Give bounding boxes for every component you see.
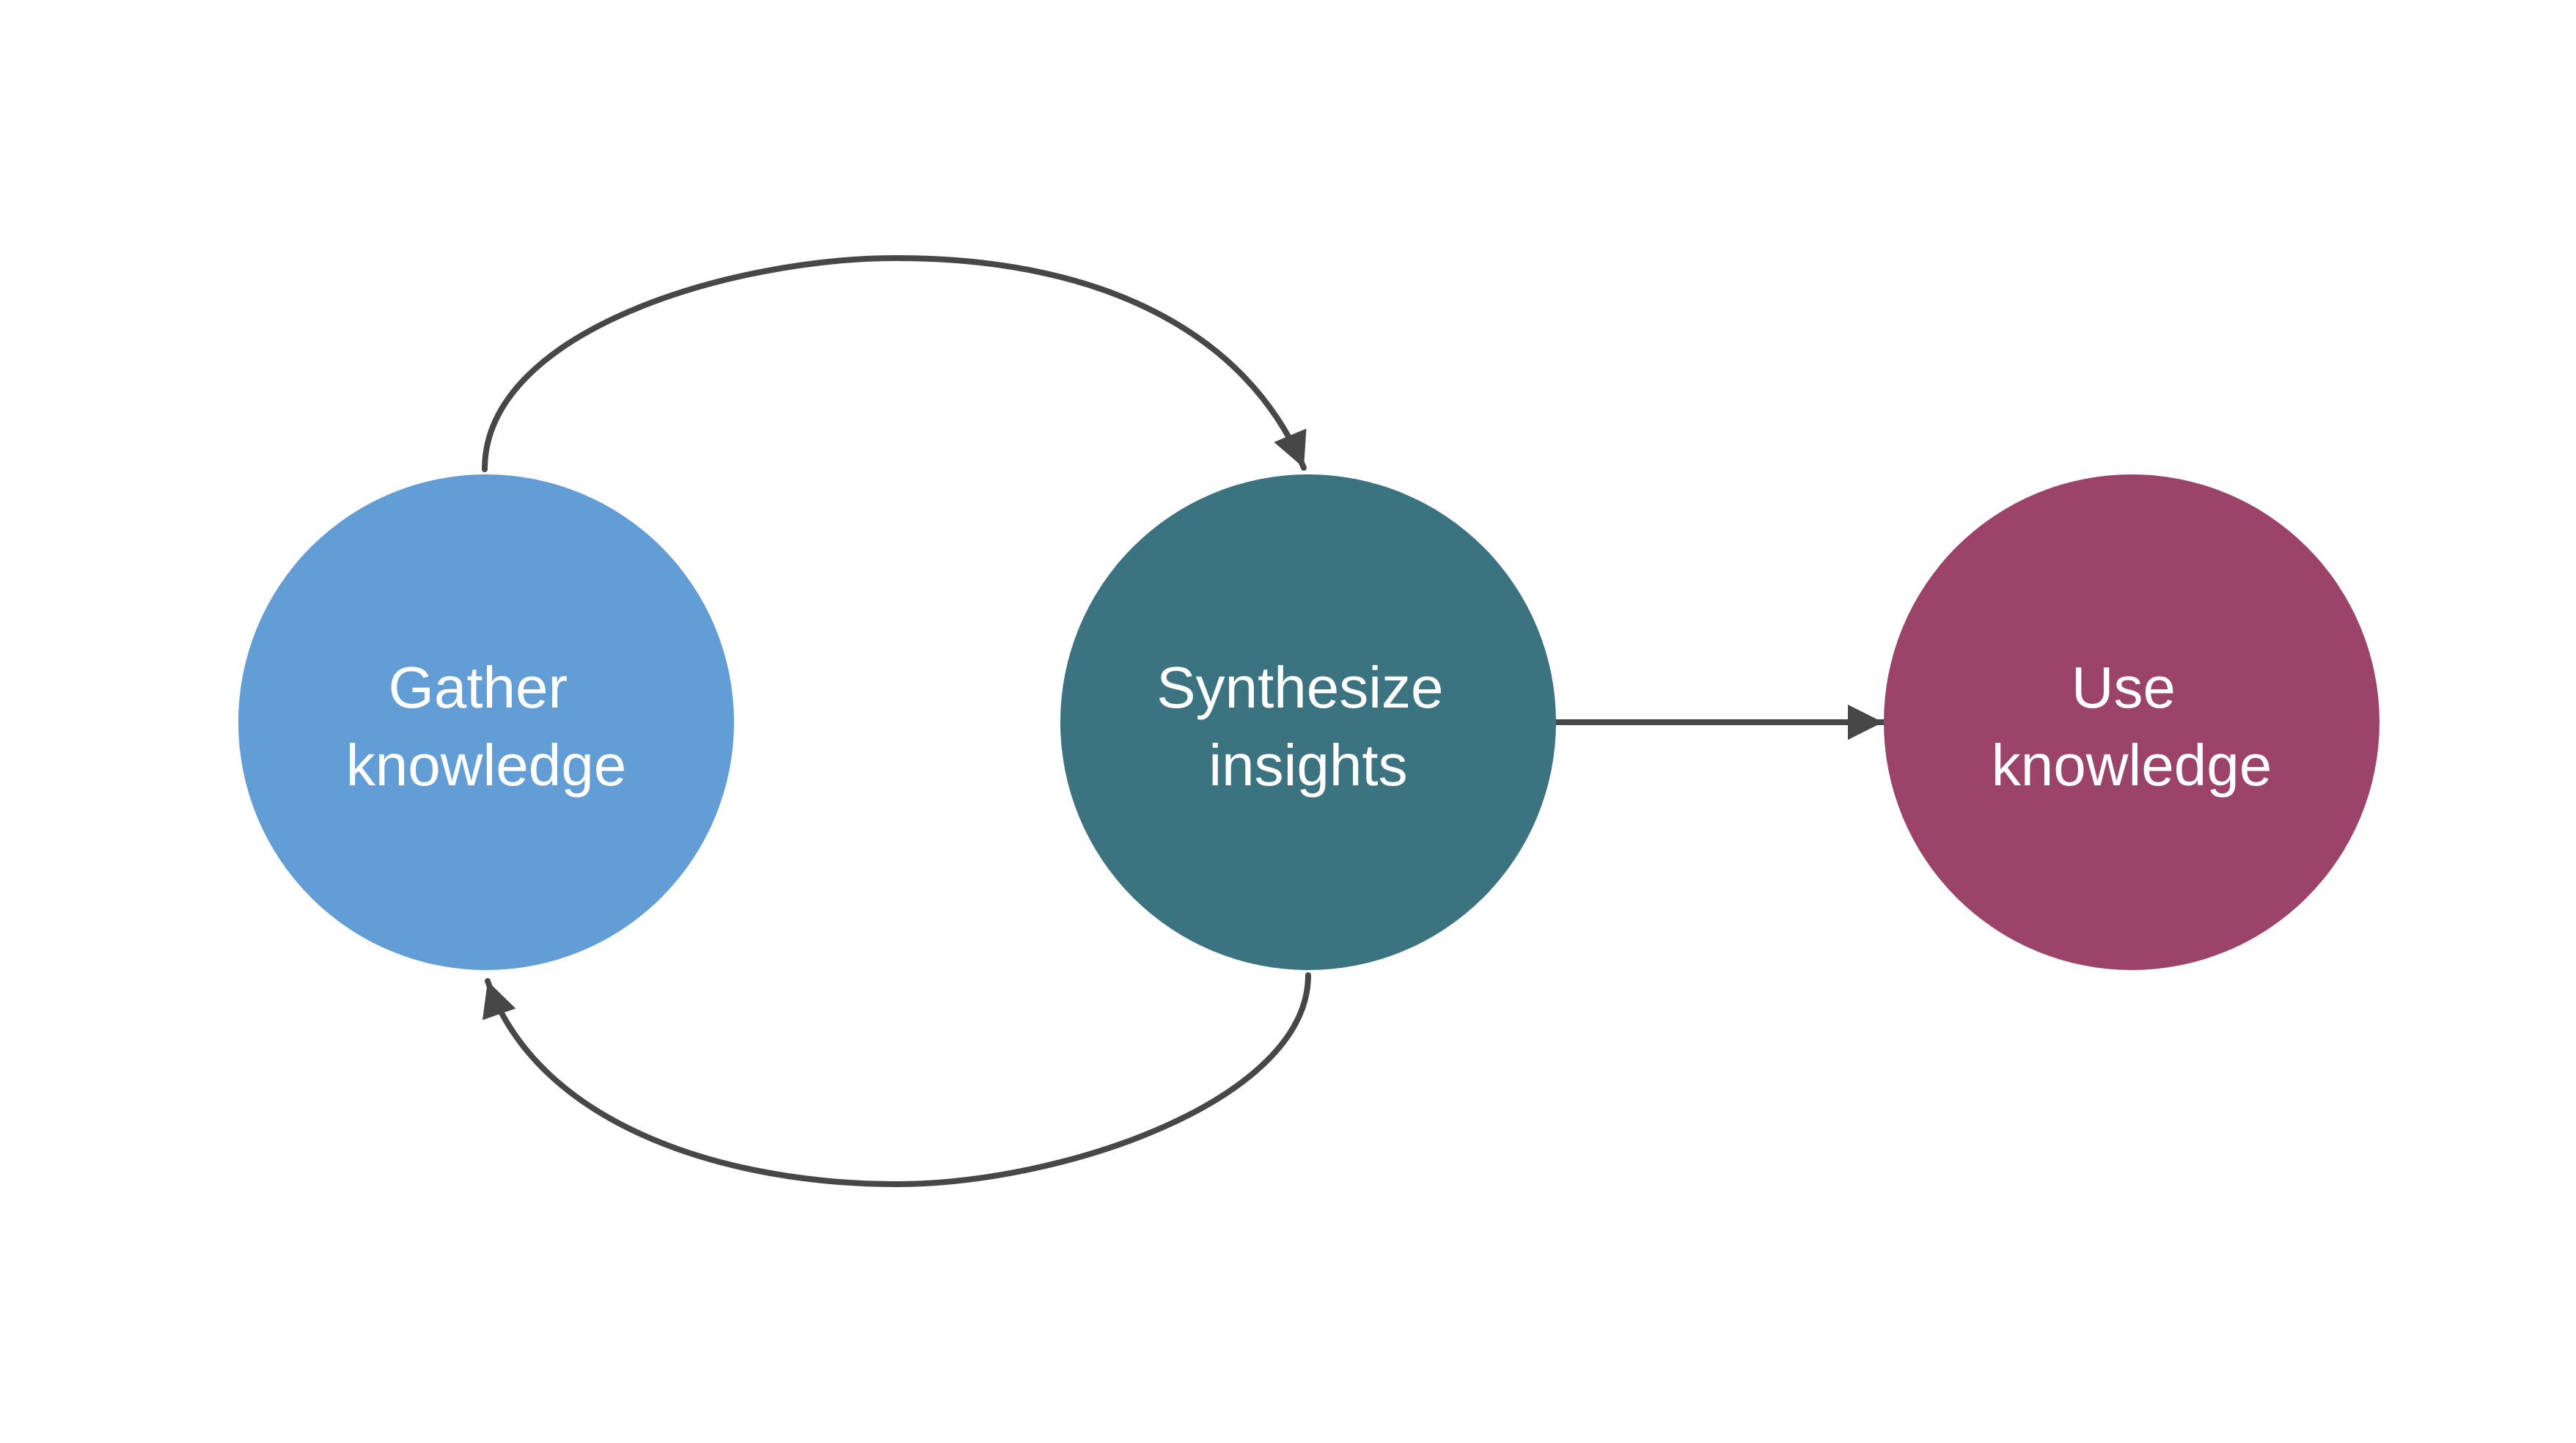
edge-synthesize-to-gather xyxy=(482,972,1311,1188)
node-synthesize-label-line-2: insights xyxy=(1208,732,1407,798)
node-gather-label: Gather knowledge xyxy=(346,655,627,798)
edge-gather-to-synthesize xyxy=(482,254,1307,472)
node-use-knowledge: Use knowledge xyxy=(1884,474,2379,970)
node-gather-circle xyxy=(238,474,734,970)
node-synthesize-circle xyxy=(1060,474,1556,970)
node-synthesize-label: Synthesize insights xyxy=(1156,655,1460,798)
node-gather-label-line-1: Gather xyxy=(389,655,568,720)
node-gather-label-line-2: knowledge xyxy=(346,732,627,798)
node-synthesize-insights: Synthesize insights xyxy=(1060,474,1556,970)
node-synthesize-label-line-1: Synthesize xyxy=(1156,655,1443,720)
node-use-label-line-2: knowledge xyxy=(1992,732,2272,798)
node-gather-knowledge: Gather knowledge xyxy=(238,474,734,970)
node-use-circle xyxy=(1884,474,2379,970)
node-use-label: Use knowledge xyxy=(1992,655,2272,798)
node-use-label-line-1: Use xyxy=(2072,655,2176,720)
